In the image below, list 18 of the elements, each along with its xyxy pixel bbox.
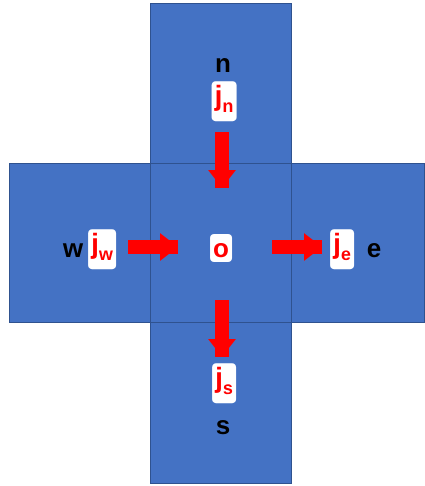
grid-cell (291, 163, 425, 323)
cell-label: n (215, 49, 231, 77)
arrow (128, 233, 178, 261)
cell-label: e (366, 234, 382, 262)
grid-cell (150, 3, 292, 164)
grid-cell (150, 163, 292, 323)
cell-label: w (62, 234, 84, 262)
cell-label: s (216, 411, 230, 439)
arrow (208, 300, 236, 357)
arrow (208, 132, 236, 188)
edge-label: j$_{e}$ (330, 229, 354, 269)
grid-cell (9, 163, 151, 323)
edge-label: j$_{s}$ (212, 363, 236, 403)
edge-label: j$_{w}$ (88, 229, 116, 269)
edge-label: j$_{n}$ (212, 81, 236, 121)
cell-label: o (210, 234, 232, 262)
grid-cell (150, 322, 292, 484)
arrow (272, 233, 322, 261)
